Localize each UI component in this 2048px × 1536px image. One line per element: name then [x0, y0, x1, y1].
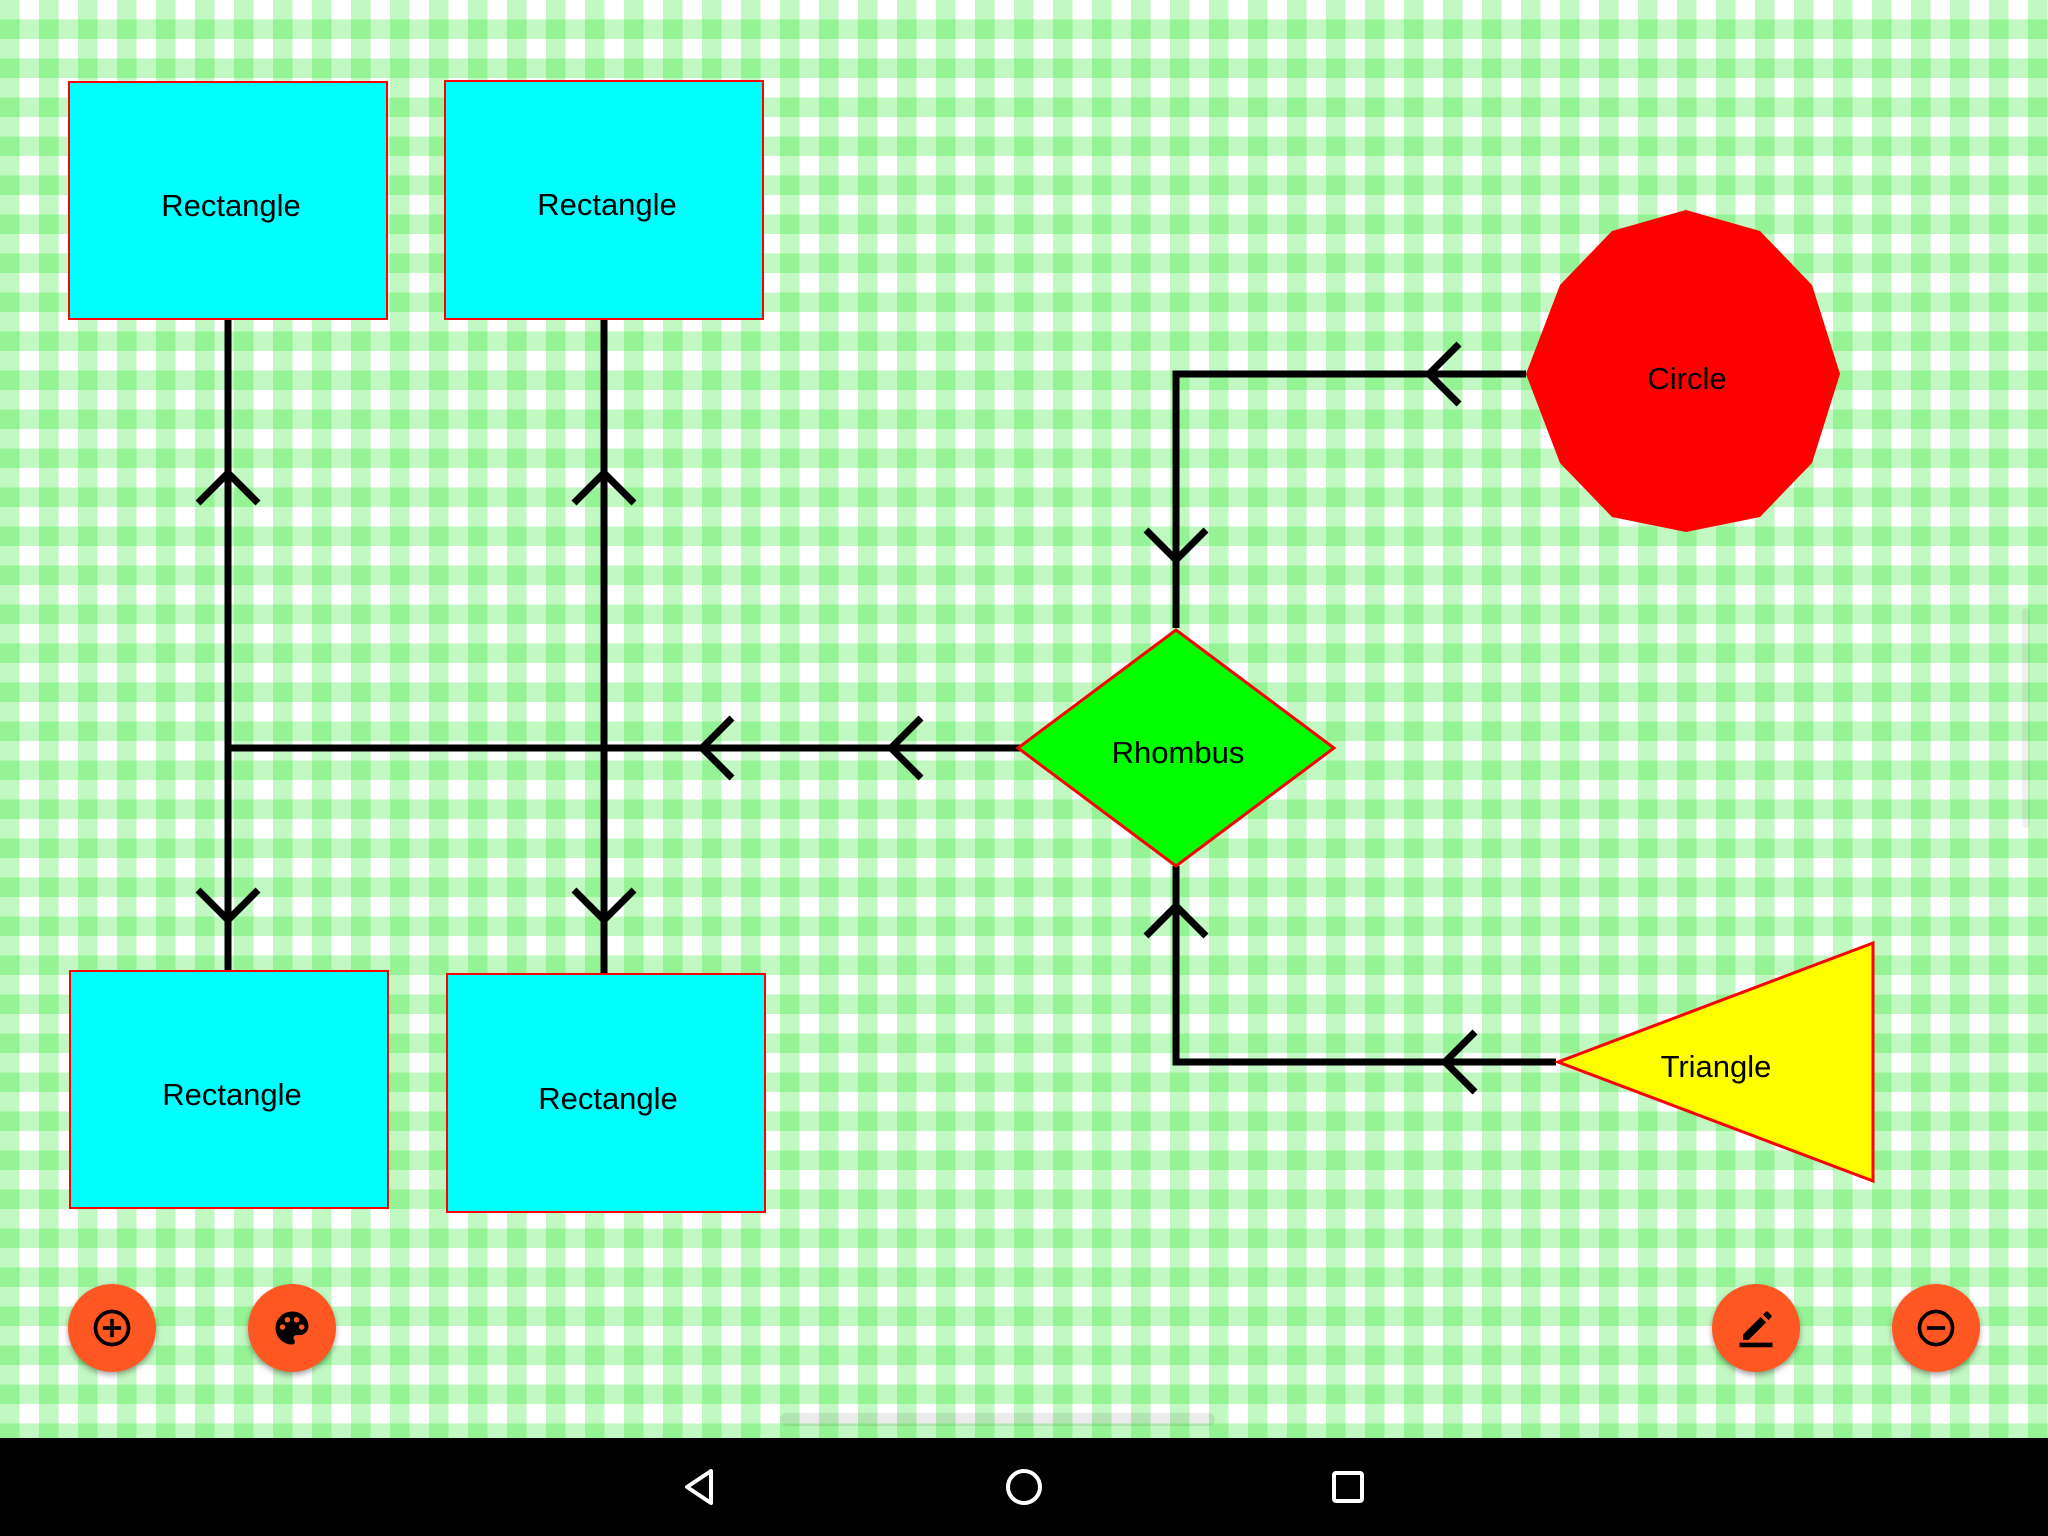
rectangle-1-label: Rectangle: [161, 188, 301, 223]
rhombus-body[interactable]: [1015, 628, 1337, 868]
recents-button[interactable]: [1317, 1456, 1379, 1518]
circle-label: Circle: [1647, 361, 1726, 396]
arrowhead-down-icon: [571, 887, 637, 925]
arrowhead-up-icon: [1143, 901, 1209, 939]
palette-button[interactable]: [248, 1284, 336, 1372]
circle-body[interactable]: [1526, 210, 1840, 532]
arrowhead-down-icon: [1143, 527, 1209, 565]
shape-rectangle-2[interactable]: Rectangle: [444, 80, 764, 320]
remove-circle-icon: [1917, 1309, 1955, 1347]
rhombus-label: Rhombus: [1112, 735, 1245, 770]
rectangle-3-label: Rectangle: [162, 1077, 302, 1112]
arrowhead-up-icon: [195, 468, 261, 506]
connector-circle-to-rhombus[interactable]: [1172, 370, 1526, 628]
add-circle-icon: [93, 1309, 131, 1347]
arrowhead-left-icon: [1440, 1029, 1478, 1095]
remove-shape-button[interactable]: [1892, 1284, 1980, 1372]
recents-square-icon: [1332, 1471, 1364, 1503]
arrowhead-left-icon: [1424, 341, 1462, 407]
arrowhead-up-icon: [571, 468, 637, 506]
vertical-scrollbar[interactable]: [2022, 608, 2030, 828]
connector-triangle-to-rhombus[interactable]: [1172, 866, 1556, 1066]
shape-circle[interactable]: Circle: [1526, 210, 1840, 532]
rectangle-2-body[interactable]: [444, 80, 764, 320]
triangle-body[interactable]: [1553, 940, 1875, 1184]
arrowheads: [195, 341, 1478, 1095]
shape-rectangle-4[interactable]: Rectangle: [446, 973, 766, 1213]
back-triangle-icon: [685, 1469, 713, 1505]
rectangle-2-label: Rectangle: [537, 187, 677, 222]
add-shape-button[interactable]: [68, 1284, 156, 1372]
home-circle-icon: [1006, 1469, 1042, 1505]
shape-rhombus[interactable]: Rhombus: [1015, 628, 1337, 868]
arrowhead-down-icon: [195, 887, 261, 925]
diagram-svg: Rectangle Rectangle Rectangle Rectangle …: [68, 80, 1875, 1213]
system-navigation-bar: [0, 1438, 2048, 1536]
edit-button[interactable]: [1712, 1284, 1800, 1372]
back-button[interactable]: [670, 1456, 732, 1518]
horizontal-scrollbar[interactable]: [780, 1413, 1215, 1426]
rectangle-1-body[interactable]: [68, 81, 388, 320]
shape-rectangle-1[interactable]: Rectangle: [68, 81, 388, 320]
arrowhead-left-icon: [886, 715, 924, 781]
rectangle-4-label: Rectangle: [538, 1081, 678, 1116]
home-button[interactable]: [993, 1456, 1055, 1518]
arrowhead-left-icon: [697, 715, 735, 781]
diagram-canvas[interactable]: Rectangle Rectangle Rectangle Rectangle …: [0, 0, 2048, 1438]
rectangle-3-body[interactable]: [69, 970, 389, 1209]
rectangle-4-body[interactable]: [446, 973, 766, 1213]
shape-triangle[interactable]: Triangle: [1553, 940, 1875, 1184]
triangle-label: Triangle: [1661, 1049, 1772, 1084]
edit-pencil-icon: [1739, 1311, 1773, 1348]
shape-rectangle-3[interactable]: Rectangle: [69, 970, 389, 1209]
connectors: [224, 320, 1556, 1066]
palette-icon: [275, 1311, 309, 1345]
